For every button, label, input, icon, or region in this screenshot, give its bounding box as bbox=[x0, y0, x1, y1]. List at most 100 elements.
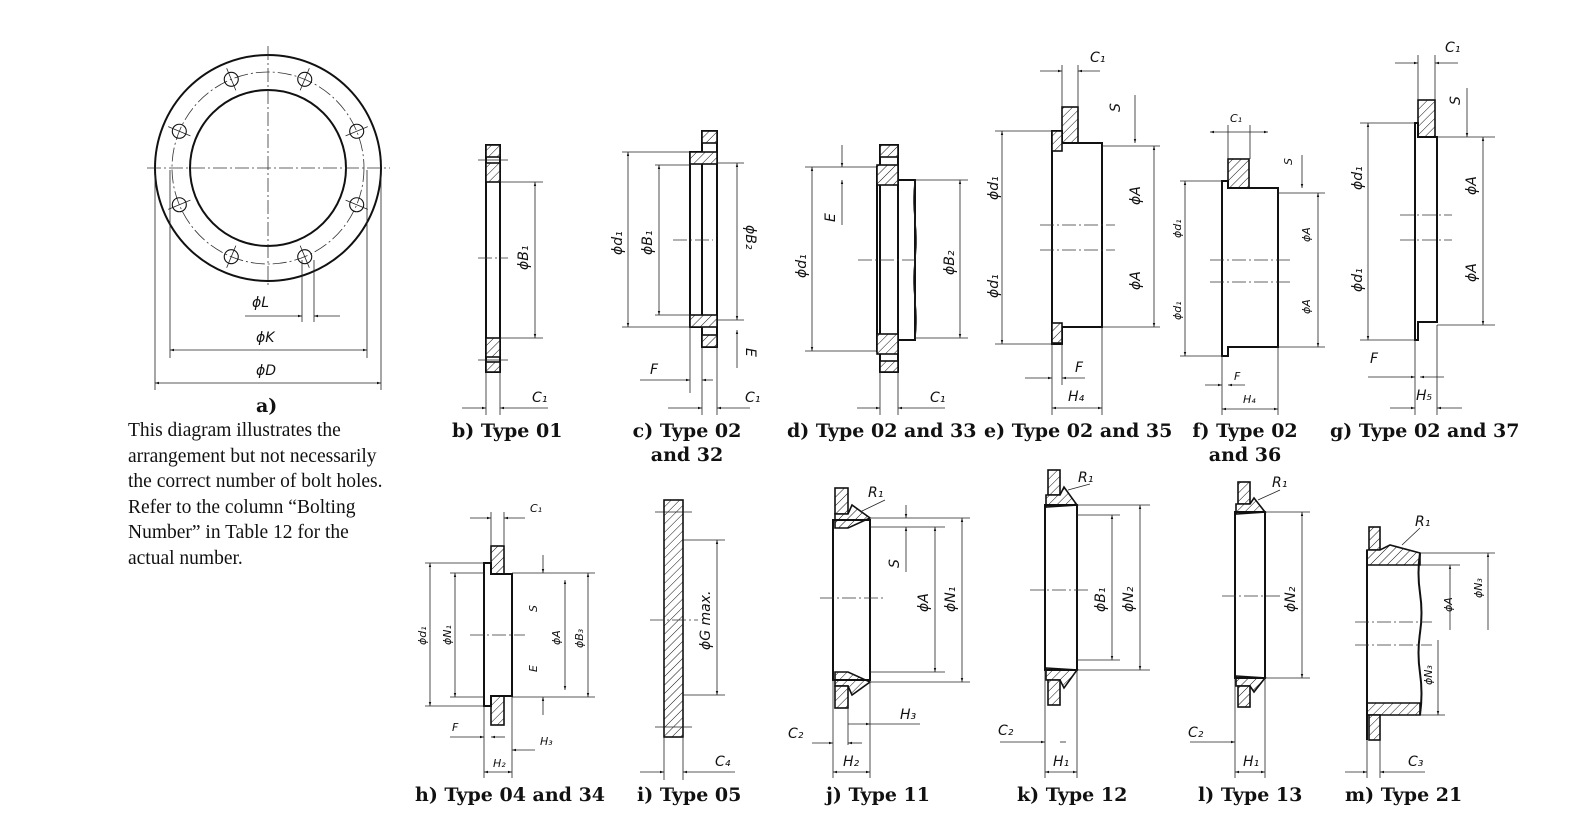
figure-f-type-02-36: C₁ S ϕd₁ ϕd₁ ϕA ϕA F H₄ bbox=[1171, 112, 1325, 415]
dim-label: ϕN₁ bbox=[441, 625, 454, 645]
dim-label: F bbox=[650, 362, 659, 378]
dim-label: S bbox=[887, 559, 903, 568]
dim-label: E bbox=[823, 213, 839, 222]
figure-d-type-02-33: ϕd₁ E ϕB₂ C₁ bbox=[794, 144, 968, 415]
dim-label: H₅ bbox=[1416, 388, 1433, 404]
figure-c-type-02-32: ϕd₁ ϕB₁ ϕB₂ E F C₁ bbox=[610, 130, 760, 415]
dim-label: H₃ bbox=[900, 707, 917, 723]
dim-label: ϕd₁ bbox=[1171, 301, 1184, 320]
caption-m: m) Type 21 bbox=[1345, 784, 1463, 806]
dim-label: S bbox=[527, 605, 540, 612]
bolt-hole bbox=[297, 249, 313, 265]
figure-i-type-05: ϕG max. C₄ bbox=[640, 499, 735, 780]
dim-label: C₁ bbox=[1230, 112, 1242, 125]
dim-label: ϕB₁ bbox=[516, 246, 532, 270]
figure-m-type-21: R₁ ϕA ϕN₃ ϕN₃ C₃ bbox=[1345, 514, 1495, 778]
caption-e: e) Type 02 and 35 bbox=[984, 420, 1173, 442]
dim-label: ϕd₁ bbox=[1350, 166, 1366, 190]
caption-h: h) Type 04 and 34 bbox=[415, 784, 606, 806]
dim-label: ϕd₁ bbox=[1171, 219, 1184, 238]
figure-g-type-02-37: C₁ S ϕd₁ ϕd₁ ϕA ϕA F H₅ bbox=[1350, 40, 1495, 415]
figure-l-type-13: R₁ ϕN₂ C₂ H₁ bbox=[1188, 475, 1310, 778]
caption-l: l) Type 13 bbox=[1198, 784, 1303, 806]
dim-label: C₁ bbox=[532, 390, 547, 406]
caption-b: b) Type 01 bbox=[452, 420, 563, 442]
dim-label: ϕA bbox=[1128, 186, 1144, 205]
dim-label: ϕA bbox=[1442, 597, 1455, 612]
dim-label: C₁ bbox=[930, 390, 945, 406]
dim-label: ϕN₃ bbox=[1422, 665, 1435, 685]
dim-label: C₁ bbox=[530, 502, 542, 515]
dim-label: R₁ bbox=[868, 485, 883, 501]
figure-b-type-01: ϕB₁ C₁ bbox=[462, 144, 548, 415]
figure-a-front-view: ϕL ϕK ϕD bbox=[147, 46, 390, 390]
dim-label: ϕN₂ bbox=[1121, 586, 1137, 612]
dim-label: R₁ bbox=[1078, 470, 1093, 486]
bolt-hole bbox=[223, 249, 239, 265]
dim-label: ϕd₁ bbox=[986, 274, 1002, 298]
dim-label: ϕd₁ bbox=[610, 231, 626, 255]
dim-label: ϕA bbox=[1128, 271, 1144, 290]
bolt-hole-centerline bbox=[345, 126, 368, 137]
dim-label: ϕB₃ bbox=[573, 628, 586, 648]
dim-label: ϕB₁ bbox=[640, 231, 656, 255]
bolt-hole bbox=[171, 197, 187, 213]
dim-label: ϕd₁ bbox=[1350, 268, 1366, 292]
dim-label: E bbox=[527, 665, 540, 672]
dim-label: ϕA bbox=[916, 593, 932, 612]
dim-label: ϕA bbox=[1300, 227, 1313, 242]
dim-label: ϕL bbox=[252, 295, 269, 311]
dim-label: F bbox=[1075, 360, 1084, 376]
caption-k: k) Type 12 bbox=[1017, 784, 1128, 806]
dim-label: ϕA bbox=[1300, 299, 1313, 314]
dim-label: ϕB₂ bbox=[942, 250, 958, 275]
dim-label: S bbox=[1282, 158, 1295, 165]
bolt-hole bbox=[171, 123, 187, 139]
dim-label: C₂ bbox=[998, 723, 1014, 739]
bolt-hole-centerline bbox=[226, 68, 237, 91]
caption-c: c) Type 02 and 32 bbox=[632, 420, 742, 466]
dim-label: R₁ bbox=[1415, 514, 1430, 530]
bolt-hole-centerline bbox=[168, 199, 191, 210]
bolt-hole bbox=[349, 123, 365, 139]
bolt-hole-note: This diagram illustrates the arrangement… bbox=[128, 420, 383, 569]
dim-label: H₄ bbox=[1068, 389, 1085, 405]
dim-label: C₂ bbox=[788, 726, 804, 742]
figure-e-type-02-35: C₁ S ϕd₁ ϕd₁ ϕA ϕA F H₄ bbox=[986, 50, 1160, 415]
caption-g: g) Type 02 and 37 bbox=[1330, 420, 1520, 442]
dim-label: H₁ bbox=[1243, 754, 1259, 770]
dim-label: ϕN₁ bbox=[943, 587, 959, 612]
dim-label: ϕd₁ bbox=[794, 254, 810, 278]
dim-label: ϕA bbox=[1464, 176, 1480, 195]
dim-label: ϕN₃ bbox=[1472, 578, 1485, 598]
bolt-hole-centerline bbox=[299, 68, 310, 91]
dim-label: F bbox=[1234, 370, 1241, 383]
dim-label: ϕB₂ bbox=[742, 225, 758, 250]
dim-label: ϕd₁ bbox=[416, 626, 429, 645]
dim-label: ϕA bbox=[550, 630, 563, 645]
dim-label: ϕB₁ bbox=[1093, 588, 1109, 612]
dim-label: ϕD bbox=[256, 363, 276, 379]
dim-label: F bbox=[1370, 351, 1379, 367]
dim-label: ϕK bbox=[256, 330, 276, 346]
dim-label: H₃ bbox=[540, 735, 553, 748]
caption-f: f) Type 02 and 36 bbox=[1192, 420, 1298, 466]
dim-label: R₁ bbox=[1272, 475, 1287, 491]
dim-label: ϕN₂ bbox=[1283, 586, 1299, 612]
figure-j-type-11: R₁ S ϕA ϕN₁ H₃ C₂ H₂ bbox=[788, 485, 970, 778]
dim-label: S bbox=[1108, 103, 1124, 112]
figure-k-type-12: R₁ ϕB₁ ϕN₂ C₂ H₁ bbox=[998, 469, 1150, 778]
dim-label: ϕA bbox=[1464, 263, 1480, 282]
bolt-hole bbox=[297, 71, 313, 87]
dim-label: C₁ bbox=[1445, 40, 1460, 56]
dim-label: ϕd₁ bbox=[986, 176, 1002, 200]
dim-label: H₂ bbox=[843, 754, 860, 770]
dim-label: C₄ bbox=[715, 754, 731, 770]
dim-label: S bbox=[1448, 96, 1464, 105]
caption-d: d) Type 02 and 33 bbox=[787, 420, 977, 442]
bolt-hole-centerline bbox=[226, 245, 237, 268]
dim-label: C₁ bbox=[1090, 50, 1105, 66]
bolt-hole bbox=[223, 71, 239, 87]
dim-label: C₁ bbox=[745, 390, 760, 406]
